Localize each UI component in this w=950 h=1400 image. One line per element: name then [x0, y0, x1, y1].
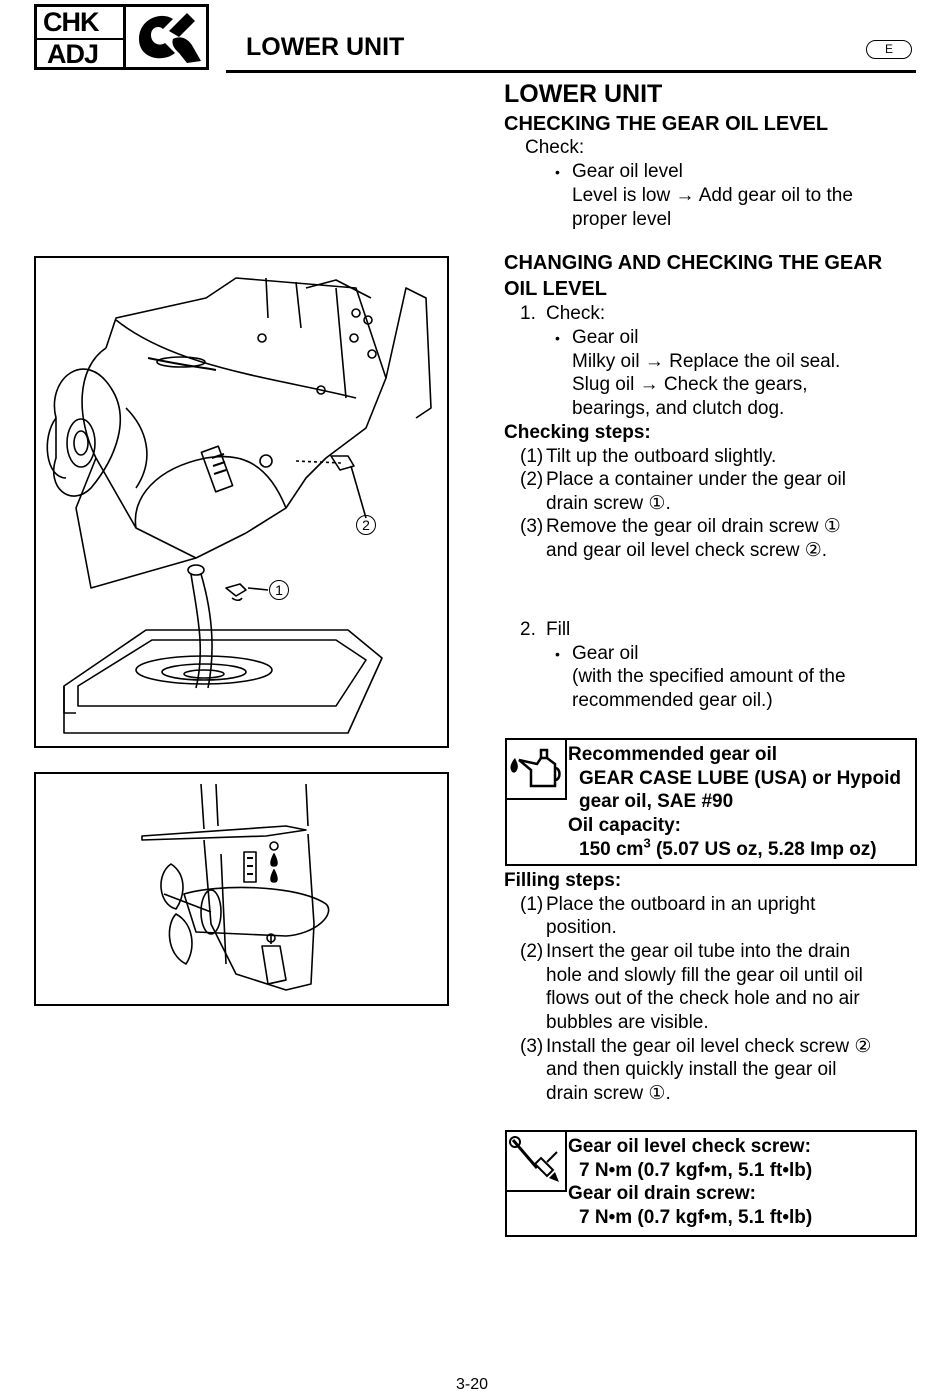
fs1-num: (1) — [520, 894, 544, 915]
step1-line3: Slug oil → Check the gears, — [572, 374, 808, 395]
bullet: • — [555, 646, 560, 662]
figure-oil-fill — [34, 772, 449, 1006]
oil-spec-line1: GEAR CASE LUBE (USA) or Hypoid — [579, 768, 901, 789]
oil-icon-cell — [507, 740, 567, 800]
oil-spec-heading: Recommended gear oil — [568, 744, 778, 765]
fs2-l3: flows out of the check hole and no air — [546, 988, 860, 1009]
header-title: LOWER UNIT — [246, 33, 405, 61]
fs1-l1: Place the outboard in an upright — [546, 894, 816, 915]
torque-label-1: Gear oil level check screw: — [568, 1136, 811, 1157]
step1-item: Gear oil — [572, 327, 639, 348]
fs2-l2: hole and slowly fill the gear oil until … — [546, 965, 863, 986]
chk-adj-badge: CHK ADJ — [34, 4, 209, 70]
checking-steps-heading: Checking steps: — [504, 422, 651, 443]
capacity-conversion: (5.07 US oz, 5.28 Imp oz) — [650, 839, 877, 860]
torque-label-2: Gear oil drain screw: — [568, 1183, 756, 1204]
sub2-title-l2: OIL LEVEL — [504, 278, 607, 300]
fs3-l1: Install the gear oil level check screw ② — [546, 1036, 872, 1057]
fs1-l2: position. — [546, 917, 617, 938]
lower-unit-fill-illustration — [141, 783, 330, 991]
sub1-title: CHECKING THE GEAR OIL LEVEL — [504, 113, 829, 135]
oil-can-icon — [510, 748, 561, 788]
step2-line2: (with the specified amount of the — [572, 666, 846, 687]
torque-icon-cell — [507, 1132, 567, 1192]
figure-oil-drain: 2 1 — [34, 256, 449, 748]
step1-line4: bearings, and clutch dog. — [572, 398, 785, 419]
fs2-l1: Insert the gear oil tube into the drain — [546, 941, 851, 962]
oil-capacity-label: Oil capacity: — [568, 815, 681, 836]
language-badge: E — [866, 40, 912, 59]
oil-capacity-value: 150 cm3 (5.07 US oz, 5.28 Imp oz) — [579, 835, 877, 862]
cs1-text: Tilt up the outboard slightly. — [546, 446, 777, 467]
capacity-number: 150 cm — [579, 839, 644, 860]
step2-item: Gear oil — [572, 643, 639, 664]
oil-spec-box: Recommended gear oil GEAR CASE LUBE (USA… — [505, 738, 917, 866]
wrench-hand-icon — [139, 13, 201, 63]
cs1-num: (1) — [520, 446, 544, 467]
sub1-line3: proper level — [572, 209, 672, 230]
step2-label: Fill — [546, 619, 571, 640]
sub1-check-label: Check: — [525, 137, 585, 158]
bullet: • — [555, 164, 560, 180]
cs3-num: (3) — [520, 516, 544, 537]
cs3-text-l2: and gear oil level check screw ②. — [546, 540, 828, 561]
section-title: LOWER UNIT — [504, 80, 663, 108]
step1-num: 1. — [520, 303, 536, 324]
step2-line3: recommended gear oil.) — [572, 690, 773, 711]
badge-adj: ADJ — [47, 39, 99, 69]
fs2-num: (2) — [520, 941, 544, 962]
step1-line2: Milky oil → Replace the oil seal. — [572, 351, 841, 372]
fs3-l3: drain screw ①. — [546, 1083, 671, 1104]
cs2-text-l2: drain screw ①. — [546, 493, 671, 514]
sub2-title-l1: CHANGING AND CHECKING THE GEAR — [504, 252, 883, 274]
oil-spec-line2: gear oil, SAE #90 — [579, 791, 734, 812]
fs3-l2: and then quickly install the gear oil — [546, 1059, 837, 1080]
badge-chk: CHK — [43, 7, 99, 37]
torque-wrench-icon — [509, 1136, 559, 1182]
lower-unit-drain-illustration — [46, 277, 432, 734]
callout-2: 2 — [356, 515, 376, 535]
callout-1: 1 — [269, 580, 289, 600]
cs3-text-l1: Remove the gear oil drain screw ① — [546, 516, 841, 537]
cs2-num: (2) — [520, 469, 544, 490]
cs2-text-l1: Place a container under the gear oil — [546, 469, 846, 490]
badge-text-cell: CHK ADJ — [37, 7, 126, 69]
sub1-line2: Level is low → Add gear oil to the — [572, 185, 853, 206]
bullet: • — [555, 330, 560, 346]
page-number: 3-20 — [456, 1376, 489, 1393]
fs2-l4: bubbles are visible. — [546, 1012, 709, 1033]
torque-value-1: 7 N•m (0.7 kgf•m, 5.1 ft•lb) — [579, 1160, 813, 1181]
fs3-num: (3) — [520, 1036, 544, 1057]
sub1-item: Gear oil level — [572, 161, 683, 182]
torque-value-2: 7 N•m (0.7 kgf•m, 5.1 ft•lb) — [579, 1207, 813, 1228]
header-rule — [226, 70, 916, 73]
filling-steps-heading: Filling steps: — [504, 870, 622, 891]
torque-spec-box: Gear oil level check screw: 7 N•m (0.7 k… — [505, 1130, 917, 1237]
capacity-superscript: 3 — [643, 835, 651, 851]
step1-label: Check: — [546, 303, 606, 324]
step2-num: 2. — [520, 619, 536, 640]
badge-divider — [37, 38, 123, 40]
